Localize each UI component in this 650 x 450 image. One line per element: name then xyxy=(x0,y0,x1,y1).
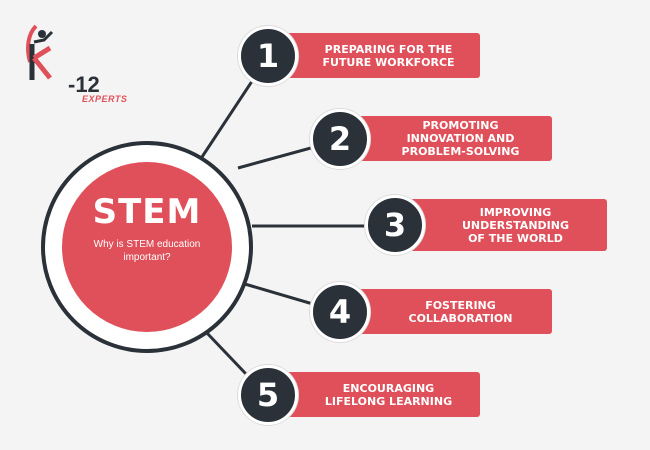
hub-subtitle: Why is STEM education important? xyxy=(93,239,201,263)
k12-logo: -12 EXPERTS xyxy=(22,22,127,104)
item-number-badge-2: 2 xyxy=(310,109,370,169)
item-number-badge-5: 5 xyxy=(238,365,298,425)
item-number-3: 3 xyxy=(383,206,407,244)
item-label-3: IMPROVING UNDERSTANDING OF THE WORLD xyxy=(461,205,569,245)
item-number-5: 5 xyxy=(256,376,280,414)
item-bar-2: PROMOTING INNOVATION AND PROBLEM-SOLVING xyxy=(355,116,552,161)
logo-subtitle: EXPERTS xyxy=(82,94,128,104)
item-label-4: FOSTERING COLLABORATION xyxy=(408,298,513,325)
item-label-1: PREPARING FOR THE FUTURE WORKFORCE xyxy=(322,42,455,69)
logo-figure-icon xyxy=(26,24,54,80)
item-bar-1: PREPARING FOR THE FUTURE WORKFORCE xyxy=(283,33,480,78)
item-number-badge-3: 3 xyxy=(365,195,425,255)
item-number-4: 4 xyxy=(328,293,352,331)
hub-circle: STEM Why is STEM education important? xyxy=(62,162,232,332)
item-bar-4: FOSTERING COLLABORATION xyxy=(355,289,552,334)
item-label-2: PROMOTING INNOVATION AND PROBLEM-SOLVING xyxy=(401,119,520,158)
item-bar-3: IMPROVING UNDERSTANDING OF THE WORLD xyxy=(410,199,607,251)
hub-title: STEM xyxy=(92,192,202,232)
item-number-badge-1: 1 xyxy=(238,26,298,86)
item-bar-5: ENCOURAGING LIFELONG LEARNING xyxy=(283,372,480,417)
logo-text: -12 xyxy=(68,72,100,97)
item-number-2: 2 xyxy=(328,120,352,158)
item-number-badge-4: 4 xyxy=(310,282,370,342)
item-number-1: 1 xyxy=(256,37,280,75)
item-label-5: ENCOURAGING LIFELONG LEARNING xyxy=(324,381,453,408)
